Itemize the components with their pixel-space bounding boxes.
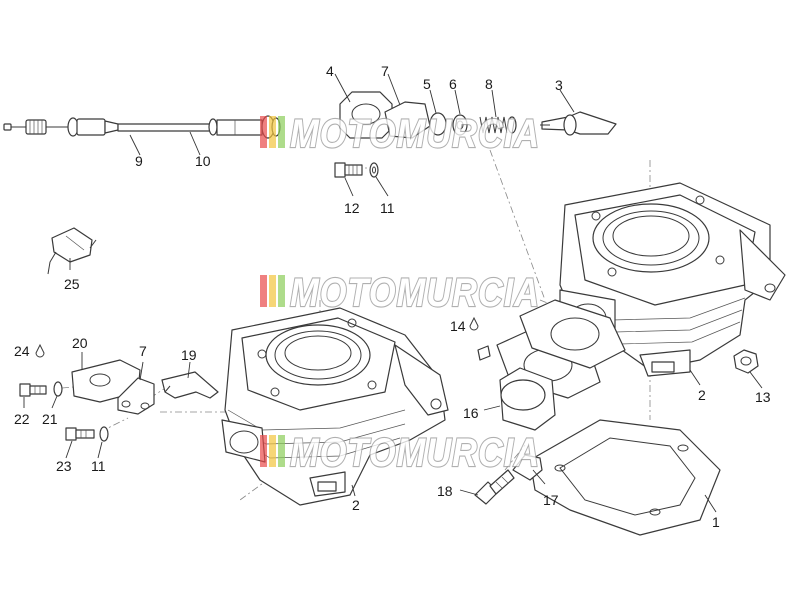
watermark-stripe — [260, 275, 267, 307]
callout-7-left: 7 — [139, 343, 147, 359]
callout-18: 18 — [437, 483, 453, 499]
watermark-stripe — [260, 435, 267, 467]
nut-13 — [733, 349, 759, 374]
callout-25: 25 — [64, 276, 80, 292]
watermark-stripe — [278, 275, 285, 307]
watermark-text: MOTOMURCIA — [290, 112, 540, 156]
watermark-bottom: MOTOMURCIA — [260, 430, 540, 476]
throttle-cable — [3, 115, 281, 139]
watermark-middle: MOTOMURCIA — [260, 270, 540, 316]
upper-intake-parts — [339, 91, 617, 139]
callout-12: 12 — [344, 200, 360, 216]
watermark-stripe — [260, 116, 267, 148]
leader-lines — [23, 73, 763, 513]
watermark-stripe — [278, 116, 285, 148]
callout-11-left: 11 — [91, 458, 106, 474]
part-25-connector — [47, 227, 97, 275]
callout-3: 3 — [555, 77, 563, 93]
left-small-parts — [19, 316, 479, 442]
base-gasket — [529, 419, 721, 536]
callout-6: 6 — [449, 76, 457, 92]
callout-11-top: 11 — [380, 200, 395, 216]
callout-22: 22 — [14, 411, 30, 427]
callout-1: 1 — [712, 514, 720, 530]
callout-9: 9 — [135, 153, 143, 169]
callout-4: 4 — [326, 63, 334, 79]
watermark-text: MOTOMURCIA — [290, 271, 540, 315]
watermark-stripe — [269, 435, 276, 467]
callout-23: 23 — [56, 458, 72, 474]
watermark-stripe — [269, 275, 276, 307]
callout-13: 13 — [755, 389, 771, 405]
callout-21: 21 — [42, 411, 58, 427]
intake-manifold — [474, 299, 626, 505]
left-cylinder — [221, 307, 449, 506]
watermark-stripe — [269, 116, 276, 148]
callout-24: 24 — [14, 343, 30, 359]
screw-12-washer-11 — [334, 162, 379, 178]
callout-17: 17 — [543, 492, 559, 508]
callout-20: 20 — [72, 335, 88, 351]
callout-2-right: 2 — [698, 387, 706, 403]
watermark-stripe — [278, 435, 285, 467]
callout-16: 16 — [463, 405, 479, 421]
callout-labels: 1 2 2 3 4 5 6 7 7 8 9 10 11 11 12 13 14 … — [14, 63, 771, 530]
callout-10: 10 — [195, 153, 211, 169]
callout-7-top: 7 — [381, 63, 389, 79]
callout-19: 19 — [181, 347, 197, 363]
watermark-top: MOTOMURCIA — [260, 111, 540, 157]
callout-2-left: 2 — [352, 497, 360, 513]
watermark-text: MOTOMURCIA — [290, 431, 540, 475]
callout-5: 5 — [423, 76, 431, 92]
callout-8: 8 — [485, 76, 493, 92]
callout-14: 14 — [450, 318, 466, 334]
